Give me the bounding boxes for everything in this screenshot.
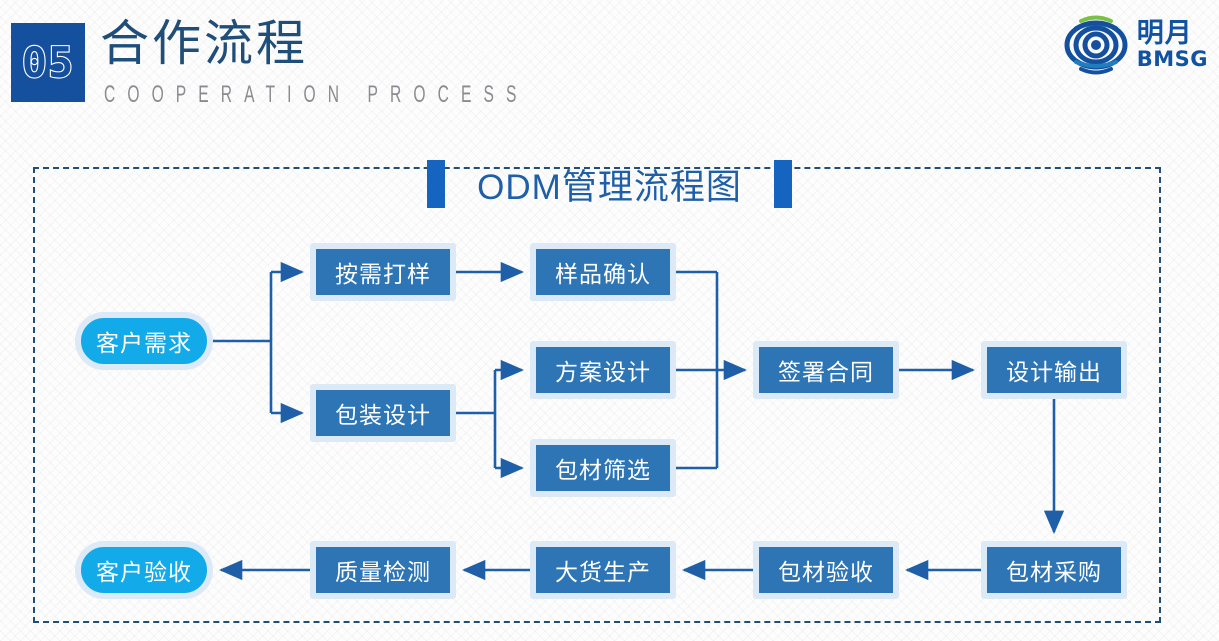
node-label: 样品确认 [555,261,651,287]
node-sign-contract[interactable]: 签署合同 [753,341,899,399]
content-panel [33,167,1161,623]
title-accent-bar-right [773,160,792,208]
node-label: 按需打样 [335,261,431,287]
node-label: 包装设计 [335,402,431,428]
node-label: 包材验收 [778,559,874,585]
node-label: 签署合同 [778,359,874,385]
node-sample-confirm[interactable]: 样品确认 [530,243,676,301]
node-sampling[interactable]: 按需打样 [310,243,456,301]
page-title: 合作流程 [100,16,309,71]
node-customer-accept[interactable]: 客户验收 [75,541,213,599]
node-label: 质量检测 [335,559,431,585]
brand-name-cn: 明月 [1136,18,1193,48]
section-number: 05 [21,37,75,88]
node-package-design[interactable]: 包装设计 [310,384,456,442]
node-design-output[interactable]: 设计输出 [981,341,1127,399]
node-label: 包材采购 [1006,559,1102,585]
node-label: 方案设计 [555,359,651,385]
node-material-screen[interactable]: 包材筛选 [530,439,676,497]
brand-text: 明月 BMSG [1137,20,1208,70]
node-material-buy[interactable]: 包材采购 [981,541,1127,599]
node-scheme-design[interactable]: 方案设计 [530,341,676,399]
bmsg-globe-logo-icon [1064,15,1128,75]
node-label: 大货生产 [555,559,651,585]
node-label: 客户需求 [96,330,192,356]
node-label: 客户验收 [96,559,192,585]
brand-logo: 明月 BMSG [1063,12,1208,78]
brand-name-en: BMSG [1136,47,1208,71]
slide-header: 05 合作流程 COOPERATION PROCESS 明月 BMSG [0,0,1219,130]
node-customer-need[interactable]: 客户需求 [75,312,213,370]
chart-title: ODM管理流程图 [477,167,742,207]
node-quality-check[interactable]: 质量检测 [310,541,456,599]
chart-title-block: ODM管理流程图 [0,156,1219,212]
node-material-accept[interactable]: 包材验收 [753,541,899,599]
title-accent-bar-left [427,160,446,208]
node-label: 包材筛选 [555,457,651,483]
node-label: 设计输出 [1006,359,1102,385]
section-number-badge: 05 [11,23,85,102]
page-subtitle: COOPERATION PROCESS [104,82,529,108]
node-mass-production[interactable]: 大货生产 [530,541,676,599]
